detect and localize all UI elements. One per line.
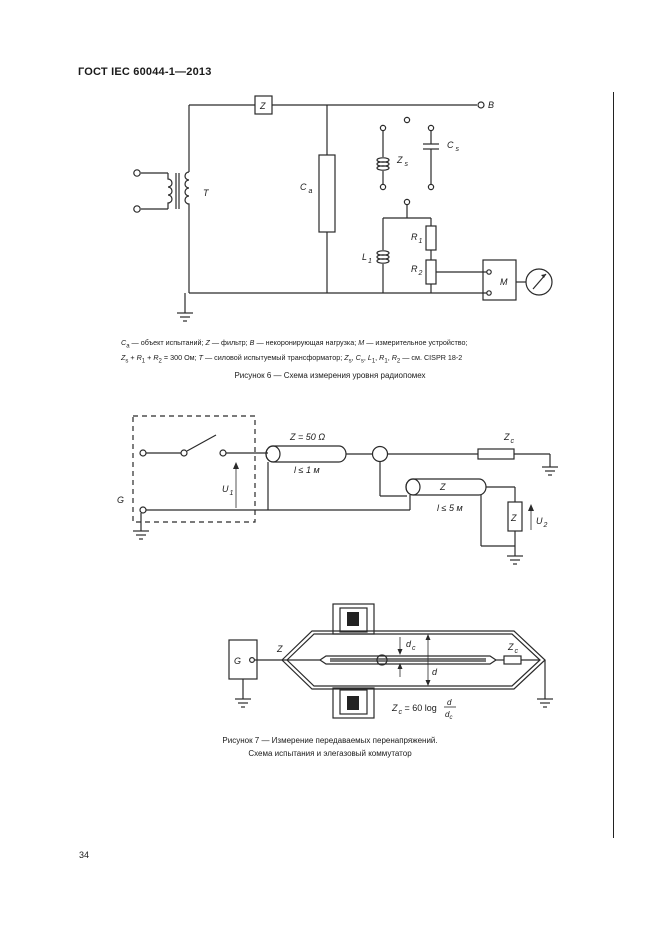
M-label: M — [500, 277, 508, 287]
impedance-formula: Zc = 60 log — [391, 703, 437, 716]
Zc-label: Zc — [507, 642, 519, 655]
load-B-label: B — [488, 100, 494, 110]
figure-7-caption-line-2: Схема испытания и элегазовый коммутатор — [248, 749, 412, 758]
Zc-termination — [503, 655, 522, 665]
switch-terminal-top — [403, 116, 411, 124]
load-Z-label: Z — [510, 513, 517, 523]
cable2-Z-label: Z — [439, 482, 446, 492]
cable1-length-label: l ≤ 1 м — [294, 465, 320, 475]
transformer-primary-winding — [167, 173, 173, 209]
meter-dial-icon — [525, 268, 553, 296]
cable1-impedance-label: Z = 50 Ω — [289, 432, 325, 442]
G-label: G — [117, 495, 124, 505]
figure-7b-switchgear: Zc dc d G Z Zc = 60 log d dc — [228, 603, 553, 721]
Zc-label: Zc — [503, 432, 515, 445]
d-label: d — [432, 667, 438, 677]
Zs-terminal-top — [379, 124, 387, 132]
G-label: G — [234, 656, 241, 666]
test-object-Ca — [318, 154, 336, 233]
Zc-resistor — [477, 448, 515, 460]
L1-label: L1 — [362, 252, 372, 265]
figure-6-legend: Ca — объект испытаний; Z — фильтр; B — н… — [121, 337, 567, 368]
page-number: 34 — [79, 850, 90, 860]
document-header: ГОСТ IEC 60044-1—2013 — [78, 66, 212, 78]
transformer-T-label: T — [203, 188, 210, 198]
transformer-secondary-winding — [184, 171, 190, 211]
conductor-joint — [376, 654, 388, 666]
inner-conductor — [318, 655, 498, 665]
legend-line-1: Ca — объект испытаний; Z — фильтр; B — н… — [121, 338, 468, 350]
R1-label: R1 — [411, 232, 423, 245]
measuring-device-M — [482, 259, 517, 301]
junction-ring — [371, 445, 389, 463]
Z-label: Z — [276, 644, 283, 654]
switch-contact-2 — [180, 449, 188, 457]
U2-label: U2 — [536, 516, 548, 529]
switch-contact-3 — [219, 449, 227, 457]
generator-G-box — [132, 415, 256, 523]
figure-7a-circuit: G U1 Z = 50 Ω l ≤ 1 м Zc Z l ≤ 5 м Z U2 — [117, 415, 558, 565]
resistor-R1 — [425, 225, 437, 251]
measuring-terminal — [403, 198, 411, 206]
flange-bottom — [332, 687, 375, 719]
figure-6-caption: Рисунок 6 — Схема измерения уровня радио… — [234, 371, 426, 380]
input-terminal-top — [133, 169, 141, 177]
U1-label: U1 — [222, 484, 234, 497]
Cs-terminal-top — [427, 124, 435, 132]
R2-label: R2 — [411, 264, 423, 277]
fraction-numerator: d — [447, 698, 452, 707]
fraction-denominator: dc — [445, 710, 452, 721]
cable2-length-label: l ≤ 5 м — [437, 503, 463, 513]
filter-Z-label: Z — [259, 101, 266, 111]
page-margin-rule — [613, 92, 614, 838]
terminal-B — [477, 101, 485, 109]
switch-contact-1 — [139, 449, 147, 457]
legend-line-2: Zs + R1 + R2 = 300 Ом; T — силовой испыт… — [121, 353, 463, 365]
resistor-R2 — [425, 259, 437, 285]
input-terminal-bottom — [133, 205, 141, 213]
dc-label: dc — [406, 639, 416, 652]
Zs-terminal-bottom — [379, 183, 387, 191]
figure-7-caption-line-1: Рисунок 7 — Измерение передаваемых перен… — [222, 736, 438, 745]
Cs-terminal-bottom — [427, 183, 435, 191]
gis-enclosure — [281, 630, 546, 690]
